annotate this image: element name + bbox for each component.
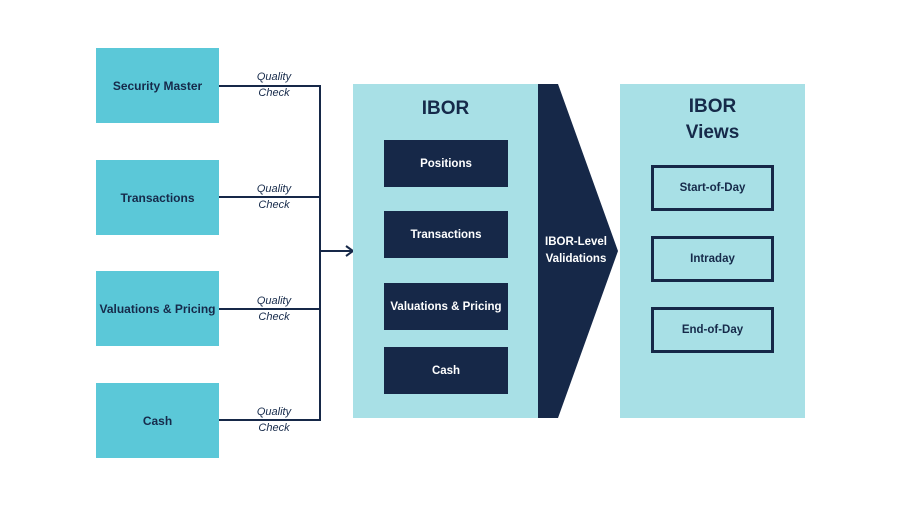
ibor-title: IBOR xyxy=(421,98,470,119)
ibor-item-valuations-pricing: Valuations & Pricing xyxy=(384,283,508,330)
ibor-item-transactions: Transactions xyxy=(384,211,508,258)
validation-label: IBOR-Level Validations xyxy=(545,236,607,265)
ibor-item-positions: Positions xyxy=(384,140,508,187)
source-valuations-pricing: Valuations & Pricing xyxy=(96,271,219,346)
quality-check-label: Quality Check xyxy=(256,295,292,323)
ibor-views-title: IBOR Views xyxy=(685,96,740,143)
view-item-intraday: Intraday xyxy=(651,236,774,282)
source-security-master: Security Master xyxy=(96,48,219,123)
source-cash: Cash xyxy=(96,383,219,458)
view-item-end-of-day: End-of-Day xyxy=(651,307,774,353)
quality-check-label: Quality Check xyxy=(256,183,292,211)
ibor-item-cash: Cash xyxy=(384,347,508,394)
quality-check-label: Quality Check xyxy=(256,71,292,99)
view-item-start-of-day: Start-of-Day xyxy=(651,165,774,211)
source-transactions: Transactions xyxy=(96,160,219,235)
quality-check-label: Quality Check xyxy=(256,406,292,434)
